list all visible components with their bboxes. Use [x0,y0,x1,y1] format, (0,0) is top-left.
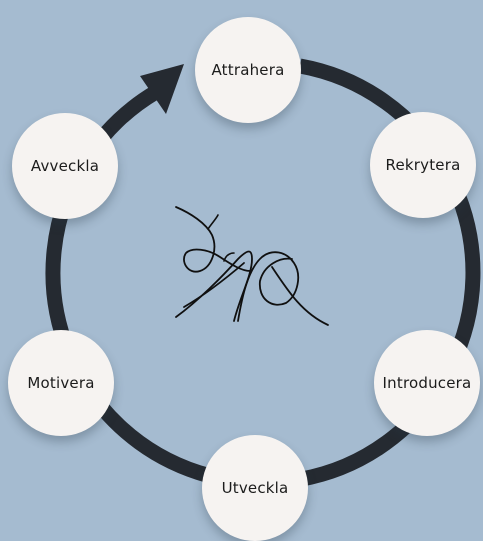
logo-stroke [272,267,328,325]
node-label: Rekrytera [386,156,461,174]
node-label: Motivera [27,374,94,392]
node-attrahera: Attrahera [195,17,301,123]
node-utveckla: Utveckla [202,435,308,541]
signature-logo-icon [168,205,338,335]
node-label: Attrahera [211,61,284,79]
node-label: Utveckla [222,479,289,497]
logo-stroke [208,215,218,229]
node-introducera: Introducera [374,330,480,436]
node-label: Avveckla [31,157,99,175]
node-label: Introducera [383,374,472,392]
node-rekrytera: Rekrytera [370,112,476,218]
node-avveckla: Avveckla [12,113,118,219]
logo-stroke [176,207,250,272]
logo-stroke [238,252,298,321]
node-motivera: Motivera [8,330,114,436]
